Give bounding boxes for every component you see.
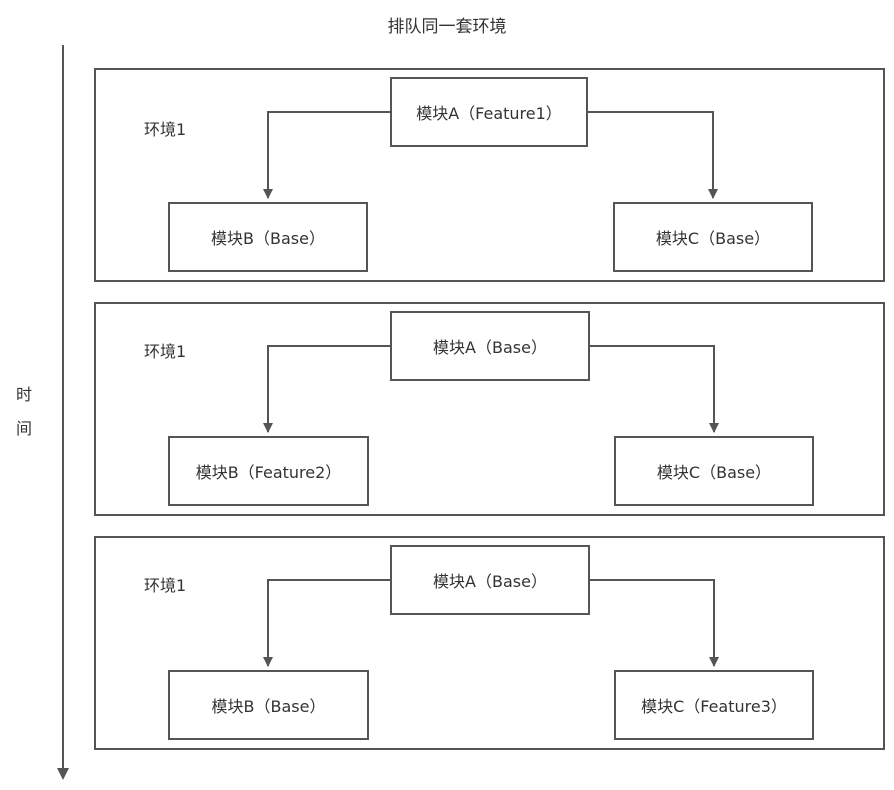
env-3-module-c-node: 模块C（Feature3） [614,670,814,740]
environment-label-1: 环境1 [144,120,187,139]
environment-box-2 [94,302,885,516]
environment-label-3: 环境1 [144,576,187,595]
env-3-module-a-node: 模块A（Base） [390,545,590,615]
env-1-module-c-node: 模块C（Base） [613,202,813,272]
env-1-connector-a-to-c [587,111,718,199]
env-2-module-b-node: 模块B（Feature2） [168,436,369,506]
env-1-module-b-node: 模块B（Base） [168,202,368,272]
environment-box-1 [94,68,885,282]
env-3-module-b-node: 模块B（Base） [168,670,369,740]
env-3-connector-a-to-c [589,579,719,667]
diagram-title: 排队同一套环境 [387,17,507,37]
env-2-module-a-node: 模块A（Base） [390,311,590,381]
env-2-connector-a-to-b [263,345,391,433]
environment-box-3 [94,536,885,750]
env-3-connector-a-to-b [263,579,391,667]
time-axis-arrowhead [57,768,69,780]
env-1-connector-a-to-b [263,111,391,199]
environment-label-2: 环境1 [144,342,187,361]
env-2-connector-a-to-c [589,345,719,433]
time-axis-label-char-2: 间 [15,419,32,438]
env-1-module-a-node: 模块A（Feature1） [390,77,588,147]
time-axis-label-char-1: 时 [15,385,32,404]
env-2-module-c-node: 模块C（Base） [614,436,814,506]
